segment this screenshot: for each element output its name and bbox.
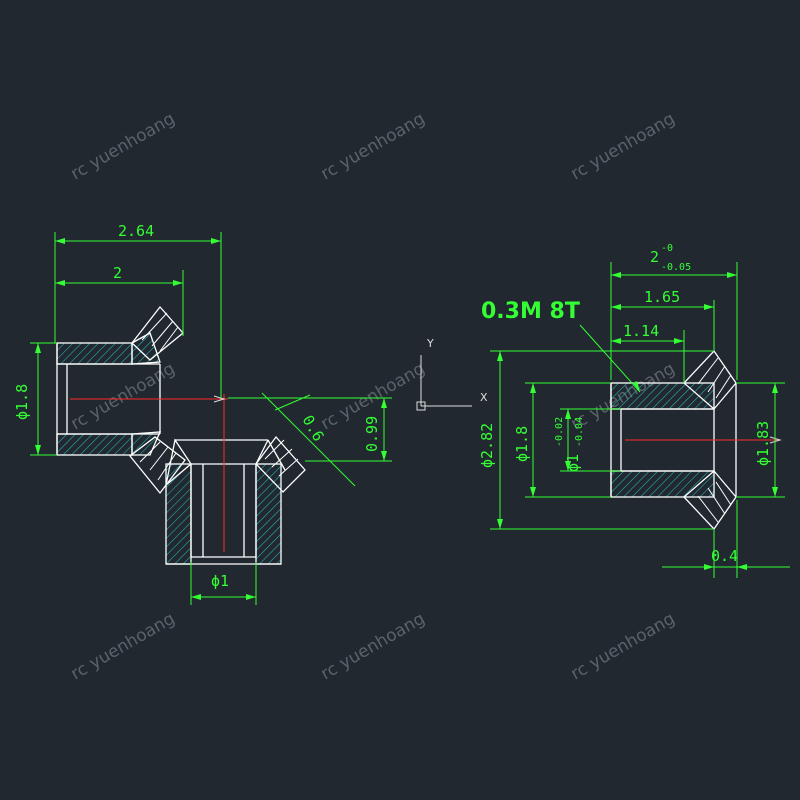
- horizontal-gear: [56, 305, 186, 495]
- dim-overall-width: 2.64: [118, 222, 154, 240]
- dim-bore-base: ϕ1: [564, 454, 582, 472]
- left-gear-pair: [56, 305, 306, 565]
- dim-04: 0.4: [711, 547, 738, 565]
- watermark-8: rc yuenhoang: [318, 609, 429, 685]
- axis-x-label: X: [480, 391, 488, 404]
- dim-bore-sub: -0.04: [574, 417, 585, 447]
- dim-bottom-diameter: ϕ1: [211, 572, 229, 590]
- right-arrows: [497, 272, 778, 570]
- dim-shaft-diameter: ϕ1.8: [513, 426, 531, 462]
- watermark-2: rc yuenhoang: [318, 109, 429, 185]
- dim-height: 0.99: [363, 416, 381, 452]
- dim-outer-diameter: ϕ2.82: [478, 423, 496, 468]
- dim-total-sub: -0.05: [661, 262, 691, 273]
- watermarks: rc yuenhoang rc yuenhoang rc yuenhoang r…: [68, 109, 679, 685]
- watermark-1: rc yuenhoang: [68, 109, 179, 185]
- dim-left-diameter: ϕ1.8: [13, 384, 31, 420]
- axis-y-label: Y: [426, 337, 434, 350]
- dim-width: 2: [113, 264, 122, 282]
- right-gear: [610, 349, 782, 531]
- watermark-7: rc yuenhoang: [68, 609, 179, 685]
- dim-total-sup: -0: [661, 243, 673, 254]
- right-dimensions: [490, 262, 790, 578]
- dim-114: 1.14: [623, 322, 659, 340]
- part-label: 0.3M 8T: [481, 299, 580, 324]
- dim-tip-diameter: ϕ1.83: [754, 421, 772, 466]
- dim-total-base: 2: [650, 248, 659, 266]
- left-arrows: [35, 238, 387, 600]
- watermark-4: rc yuenhoang: [68, 359, 179, 435]
- dim-bore-sup: -0.02: [554, 417, 565, 447]
- dim-165: 1.65: [644, 288, 680, 306]
- vertical-gear: [164, 435, 306, 565]
- watermark-3: rc yuenhoang: [568, 109, 679, 185]
- watermark-9: rc yuenhoang: [568, 609, 679, 685]
- ucs-axis-icon: [416, 355, 472, 411]
- left-dimensions: [30, 232, 392, 605]
